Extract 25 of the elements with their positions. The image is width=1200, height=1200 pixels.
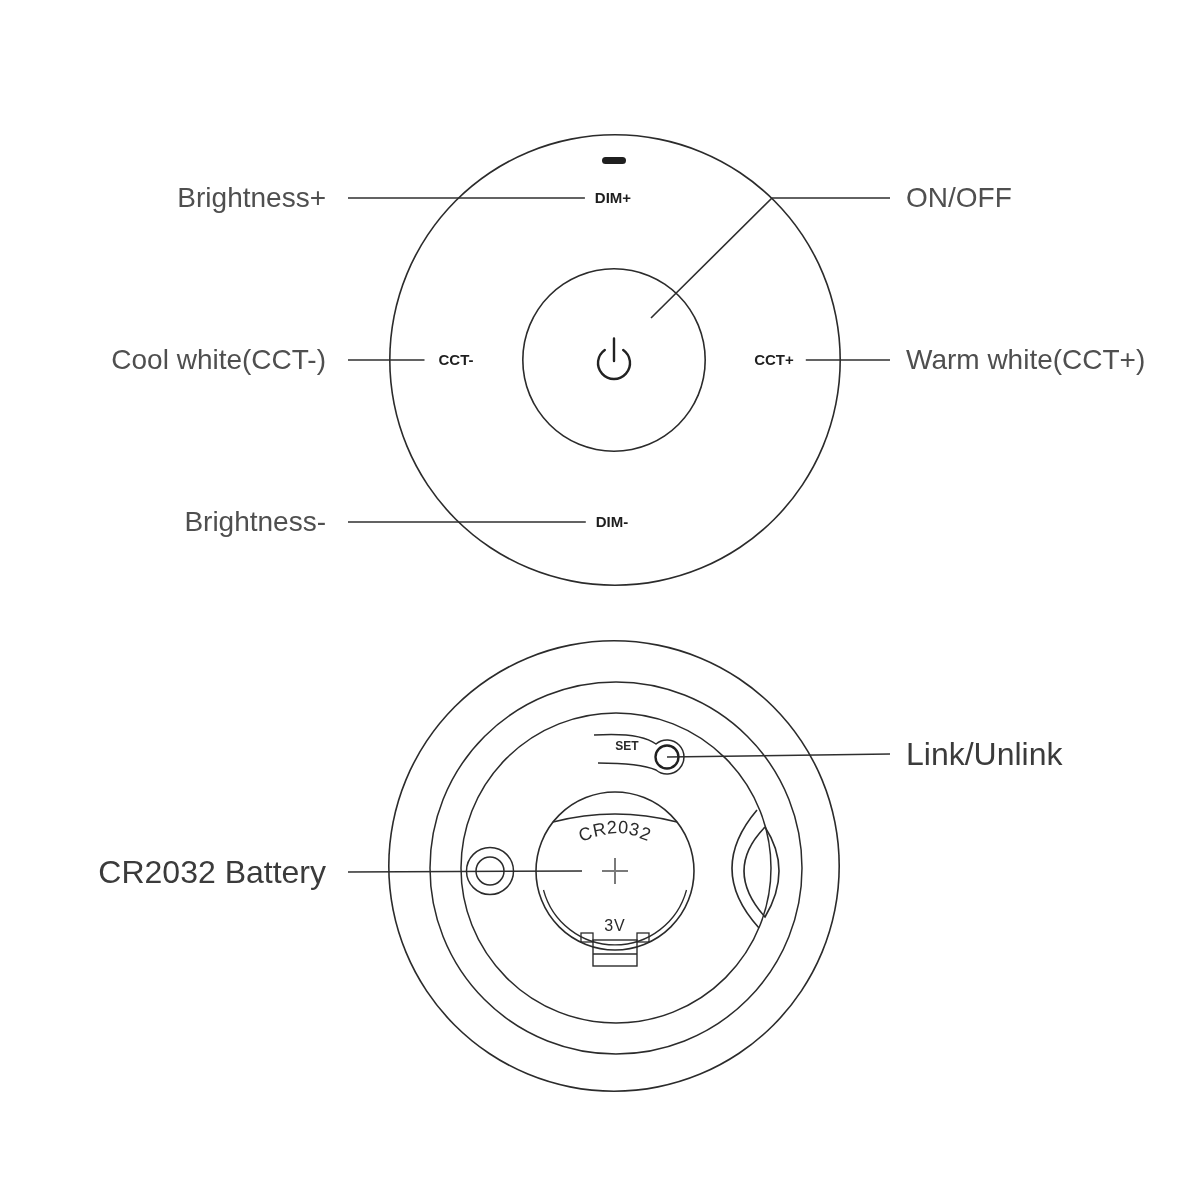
callout-label: Link/Unlink	[906, 735, 1063, 773]
key-marking: DIM-	[595, 513, 629, 531]
callout-label: Warm white(CCT+)	[906, 343, 1146, 377]
leader-line	[347, 197, 586, 199]
battery-marking: 3V	[604, 917, 626, 935]
callout-label: Cool white(CCT-)	[111, 343, 326, 377]
battery-marking: CR2032	[578, 818, 652, 846]
callout-label: Brightness-	[184, 505, 326, 539]
callout-label: Brightness+	[177, 181, 326, 215]
power-key	[522, 268, 706, 452]
remote-back	[388, 640, 840, 1092]
leader-line	[347, 359, 426, 361]
callout-label: ON/OFF	[906, 181, 1012, 215]
coin-battery	[535, 790, 695, 968]
callout-label: CR2032 Battery	[98, 853, 326, 891]
key-marking: SET	[615, 740, 639, 754]
leader-line	[347, 870, 583, 873]
leader-line	[347, 521, 587, 523]
key-marking: CCT+	[754, 351, 794, 369]
leader-line	[805, 359, 891, 361]
leader-line	[650, 197, 891, 319]
key-marking: CCT-	[438, 351, 474, 369]
key-marking: DIM+	[594, 189, 632, 207]
remote-front	[389, 134, 841, 586]
leader-line	[666, 753, 891, 758]
